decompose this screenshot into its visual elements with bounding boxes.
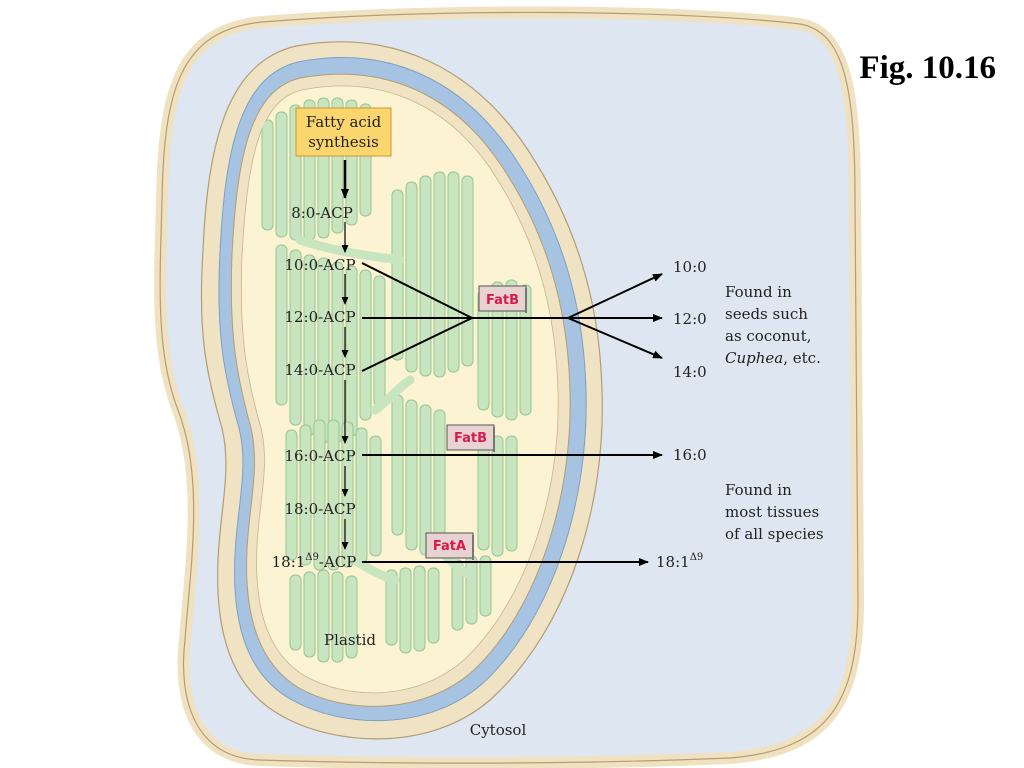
note-tissues: Found in most tissues of all species xyxy=(725,481,824,543)
line-10-to-fatb1 xyxy=(361,262,473,319)
note-seeds-line3: as coconut, xyxy=(725,327,811,345)
figure-number: Fig. 10.16 xyxy=(859,50,996,86)
line-14-to-fatb1 xyxy=(361,317,473,372)
note-tissues-line1: Found in xyxy=(725,481,792,499)
long-chain-pathways xyxy=(362,451,663,566)
enzyme-fatb-1-label: FatB xyxy=(486,293,519,308)
product-10: 10:0 xyxy=(673,258,707,276)
enzyme-fata: FatA xyxy=(425,532,474,560)
fatb1-pathway xyxy=(361,262,663,372)
enzyme-fatb-2: FatB xyxy=(446,424,495,452)
product-18-1: 18:1Δ9 xyxy=(656,552,703,571)
note-seeds: Found in seeds such as coconut, Cuphea, … xyxy=(725,283,821,367)
products: 10:0 12:0 14:0 16:0 18:1Δ9 xyxy=(656,258,707,571)
acp-label-16: 16:0-ACP xyxy=(284,447,355,465)
product-12: 12:0 xyxy=(673,310,707,328)
arrow-to-14 xyxy=(567,317,663,359)
start-box-line2: synthesis xyxy=(308,133,379,151)
acp-label-12: 12:0-ACP xyxy=(284,308,355,326)
plastid-label: Plastid xyxy=(324,631,376,649)
granum-stack-3 xyxy=(285,419,382,571)
note-seeds-line1: Found in xyxy=(725,283,792,301)
enzyme-fata-label: FatA xyxy=(433,539,466,554)
acp-chain-labels: 8:0-ACP 10:0-ACP 12:0-ACP 14:0-ACP 16:0-… xyxy=(272,204,357,571)
granum-stack-7 xyxy=(391,394,446,556)
enzyme-fatb-2-label: FatB xyxy=(454,431,487,446)
granum-stack-2 xyxy=(275,244,386,444)
note-tissues-line2: most tissues xyxy=(725,503,819,521)
enzyme-fatb-1: FatB xyxy=(478,285,527,313)
acp-label-18-1: 18:1Δ9-ACP xyxy=(272,552,357,571)
acp-label-8: 8:0-ACP xyxy=(291,204,353,222)
start-box-line1: Fatty acid xyxy=(306,113,382,131)
product-16: 16:0 xyxy=(673,446,707,464)
granum-stack-4 xyxy=(289,569,358,663)
acp-label-10: 10:0-ACP xyxy=(284,256,355,274)
cytosol-label: Cytosol xyxy=(470,721,527,739)
granum-stack-9 xyxy=(385,565,440,654)
granum-stack-5 xyxy=(391,171,474,378)
fatty-acid-synthesis-box: Fatty acid synthesis xyxy=(295,107,392,157)
acp-label-14: 14:0-ACP xyxy=(284,361,355,379)
arrow-to-10 xyxy=(567,273,663,319)
note-tissues-line3: of all species xyxy=(725,525,824,543)
note-seeds-line4: Cuphea, etc. xyxy=(725,349,821,367)
granum-stack-8 xyxy=(477,435,518,557)
granum-stack-10 xyxy=(451,555,492,631)
cell-wall-outline xyxy=(159,11,859,764)
acp-label-18: 18:0-ACP xyxy=(284,500,355,518)
note-seeds-line2: seeds such xyxy=(725,305,808,323)
product-14: 14:0 xyxy=(673,363,707,381)
